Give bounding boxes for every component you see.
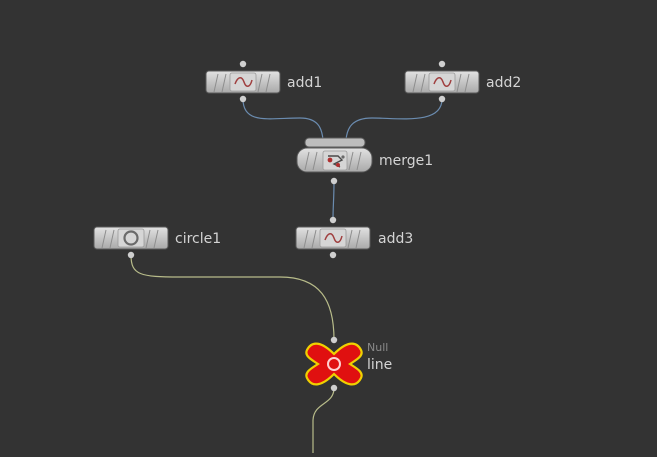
wire-add2-merge1[interactable]	[345, 98, 443, 141]
node-name: add2	[486, 75, 521, 91]
node-circle1[interactable]: circle1	[93, 226, 221, 259]
merge-input-bar[interactable]	[304, 137, 366, 148]
circle-icon	[123, 230, 139, 246]
wire-circle1-line[interactable]	[130, 254, 335, 341]
node-name: circle1	[175, 231, 221, 247]
null-cross-icon	[305, 342, 363, 386]
output-connector[interactable]	[329, 251, 337, 259]
merge-icon	[322, 150, 348, 171]
wave-icon	[324, 233, 343, 243]
node-add1[interactable]: add1	[205, 60, 322, 103]
node-name: add1	[287, 75, 322, 91]
node-name: line	[367, 357, 392, 373]
output-connector[interactable]	[127, 251, 135, 259]
output-connector[interactable]	[330, 177, 338, 185]
input-connector[interactable]	[330, 336, 338, 344]
node-name: add3	[378, 231, 413, 247]
wave-icon	[234, 77, 253, 87]
input-connector[interactable]	[239, 60, 247, 68]
node-type-label: Null	[367, 341, 388, 354]
node-add3[interactable]: add3	[295, 216, 413, 259]
output-connector[interactable]	[239, 95, 247, 103]
wire-line-output[interactable]	[312, 387, 335, 453]
input-connector[interactable]	[329, 216, 337, 224]
wire-add1-merge1[interactable]	[242, 98, 324, 141]
wave-icon	[433, 77, 452, 87]
input-connector[interactable]	[438, 60, 446, 68]
wire-merge1-add3[interactable]	[332, 180, 335, 221]
node-add2[interactable]: add2	[404, 60, 521, 103]
output-connector[interactable]	[330, 384, 338, 392]
output-connector[interactable]	[438, 95, 446, 103]
node-merge1[interactable]: merge1	[296, 137, 433, 185]
node-name: merge1	[379, 153, 433, 169]
node-line[interactable]: Null line	[305, 336, 392, 392]
